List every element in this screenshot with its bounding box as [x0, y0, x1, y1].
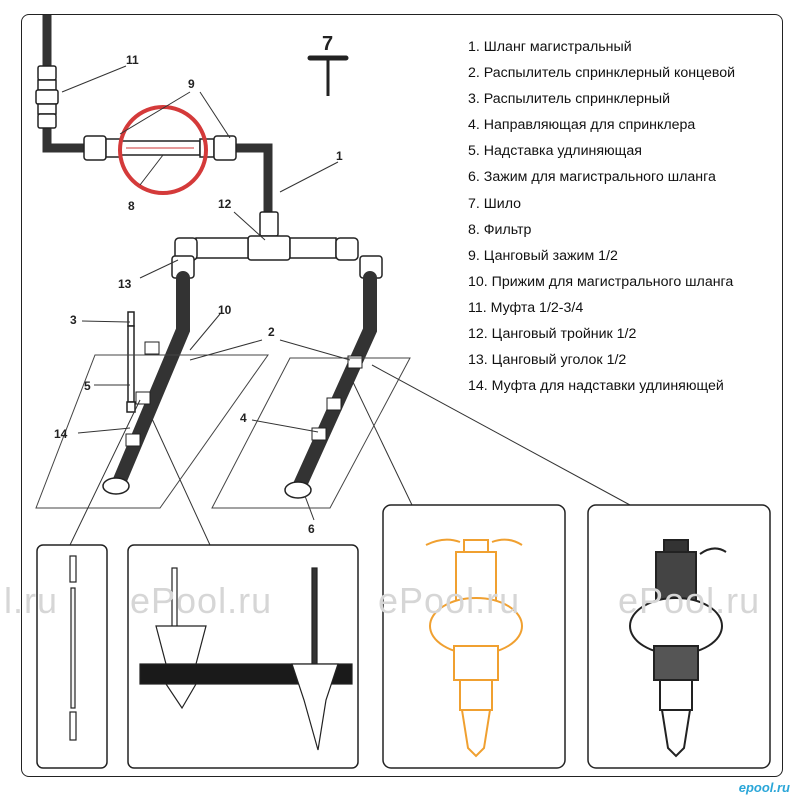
callout-3: 3 [70, 313, 77, 327]
legend-item-7: 7. Шило [468, 195, 522, 212]
ground-plates [35, 354, 411, 509]
callout-9: 9 [188, 77, 195, 91]
leader-lines [61, 65, 631, 546]
callout-7: 7 [322, 33, 333, 55]
parts-legend: 1. Шланг магистральный 2. Распылитель сп… [468, 37, 768, 402]
callout-2: 2 [268, 325, 275, 339]
legend-item-12: 12. Цанговый тройник 1/2 [468, 326, 637, 343]
legend-item-9: 9. Цанговый зажим 1/2 [468, 247, 618, 264]
sprinkler-orange-icon [425, 538, 523, 758]
diagram-frame [21, 14, 783, 777]
legend-item-13: 13. Цанговый уголок 1/2 [468, 352, 627, 369]
callout-6: 6 [308, 522, 315, 536]
legend-item-14: 14. Муфта для надставки удлиняющей [468, 378, 724, 395]
legend-item-3: 3. Распылитель спринклерный [468, 91, 671, 108]
callout-4: 4 [240, 411, 247, 425]
callout-13: 13 [118, 277, 132, 291]
legend-item-5: 5. Надставка удлиняющая [468, 143, 642, 160]
inset-extension [69, 555, 77, 741]
awl-icon [307, 55, 349, 96]
callout-5: 5 [84, 379, 91, 393]
tee-and-elbows [171, 211, 383, 279]
right-branch [284, 271, 377, 499]
coupling-11 [35, 65, 59, 129]
callout-14: 14 [54, 427, 68, 441]
legend-item-11: 11. Муфта 1/2-3/4 [468, 299, 584, 316]
corner-logo: epool.ru [738, 780, 790, 795]
legend-item-6: 6. Зажим для магистрального шланга [468, 169, 716, 186]
filter-highlight-ring [118, 105, 208, 195]
legend-item-4: 4. Направляющая для спринклера [468, 117, 696, 134]
callout-1: 1 [336, 149, 343, 163]
extension-riser [126, 311, 136, 413]
left-branch [102, 271, 190, 495]
callout-numbers: 11 9 8 1 12 13 10 3 2 5 4 14 6 7 [54, 33, 343, 536]
watermark: ePool.ru [618, 580, 761, 621]
watermark: ePool.ru [130, 580, 273, 621]
legend-item-10: 10. Прижим для магистрального шланга [468, 273, 734, 290]
main-hose [42, 15, 273, 215]
inset-ground [139, 567, 353, 751]
callout-10: 10 [218, 303, 232, 317]
callout-12: 12 [218, 197, 232, 211]
watermark: ePool.ru [378, 580, 521, 621]
filter-assembly [83, 135, 237, 161]
callout-8: 8 [128, 199, 135, 213]
watermark: l.ru [4, 580, 59, 621]
legend-item-1: 1. Шланг магистральный [468, 39, 632, 55]
callout-11: 11 [126, 53, 139, 67]
legend-item-2: 2. Распылитель спринклерный концевой [468, 65, 736, 82]
sprinkler-black-icon [629, 539, 727, 758]
legend-item-8: 8. Фильтр [468, 221, 532, 238]
